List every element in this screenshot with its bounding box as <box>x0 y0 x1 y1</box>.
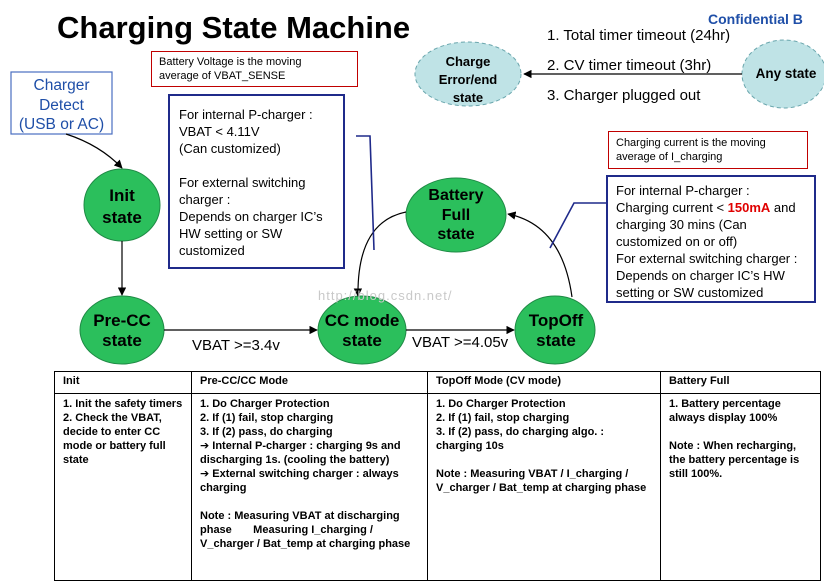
error-trigger-2: 2. CV timer timeout (3hr) <box>547 57 712 74</box>
watermark: http://blog.csdn.net/ <box>318 288 453 303</box>
cc-mode-state-line: state <box>342 331 382 350</box>
cc-condition-box: For internal P-charger : VBAT < 4.11V (C… <box>168 94 345 269</box>
cell-line: 2. If (1) fail, stop charging <box>436 412 570 424</box>
cc-mode-state-label: CC mode state <box>316 311 408 351</box>
table-cell-init: 1. Init the safety timers 2. Check the V… <box>54 393 192 581</box>
note-text: and <box>770 200 796 215</box>
cell-line: Note : When recharging, the battery perc… <box>669 440 803 480</box>
topoff-condition-box: For internal P-charger : Charging curren… <box>606 175 816 303</box>
cc-mode-state-line: CC mode <box>324 311 400 330</box>
pre-cc-state-line: Pre-CC <box>93 311 151 330</box>
battery-full-state-line: Full <box>441 206 471 224</box>
note-line: For internal P-charger : <box>616 183 750 198</box>
arrow-topoff-to-full <box>507 211 573 298</box>
pre-cc-state-line: state <box>102 331 142 350</box>
note-line: For internal P-charger : <box>179 107 313 122</box>
table-cell-battery-full: 1. Battery percentage always display 100… <box>660 393 821 581</box>
charger-detect-box <box>10 71 113 135</box>
cell-line: ➔ External switching charger : always ch… <box>200 468 402 494</box>
note-line: Depends on charger IC’s HW <box>616 268 785 283</box>
note-line: customized <box>179 243 245 258</box>
note-line: VBAT < 4.11V <box>179 124 260 139</box>
note-line: setting or SW customized <box>616 285 764 300</box>
init-state-line: Init <box>109 186 135 205</box>
cell-line: 1. Do Charger Protection <box>200 398 330 410</box>
charger-detect-line: Detect <box>39 96 84 114</box>
cell-line: 1. Init the safety timers <box>63 398 183 410</box>
cell-line: 3. If (2) pass, do charging <box>200 426 333 438</box>
init-state-line: state <box>102 208 142 227</box>
note-line-current: Charging current < 150mA and <box>616 199 806 216</box>
table-cell-precc-cc: 1. Do Charger Protection 2. If (1) fail,… <box>191 393 428 581</box>
topoff-state-line: state <box>536 331 576 350</box>
charger-detect-line: Charger <box>33 77 90 94</box>
table-header-init: Init <box>54 371 192 394</box>
charge-error-state-line: Charge <box>445 54 491 69</box>
topoff-state-line: TopOff <box>528 311 584 330</box>
cell-line: ➔ Internal P-charger : charging 9s and d… <box>200 440 404 466</box>
table-header-battery-full: Battery Full <box>660 371 821 394</box>
charge-error-state-line: Error/end <box>438 72 498 87</box>
note-line: charger : <box>179 192 231 207</box>
note-line: For external switching <box>179 175 306 190</box>
note-text: Charging current < <box>616 200 728 215</box>
table-header-topoff: TopOff Mode (CV mode) <box>427 371 661 394</box>
cell-line: 1. Do Charger Protection <box>436 398 566 410</box>
note-line: Charging current is the moving <box>616 137 766 149</box>
cell-gap <box>200 495 419 509</box>
mode-table: Init Pre-CC/CC Mode TopOff Mode (CV mode… <box>54 371 821 581</box>
error-trigger-1: 1. Total timer timeout (24hr) <box>547 27 731 44</box>
vbat-sense-note: Battery Voltage is the moving average of… <box>151 51 358 87</box>
any-state-label: Any state <box>755 66 817 81</box>
cell-line: 2. If (1) fail, stop charging <box>200 412 334 424</box>
transition-label-pre-to-cc: VBAT >=3.4v <box>192 337 280 354</box>
table-row: 1. Init the safety timers 2. Check the V… <box>54 393 821 581</box>
charger-detect-line: (USB or AC) <box>18 116 105 133</box>
i-charging-note: Charging current is the moving average o… <box>608 131 808 169</box>
topoff-state-node <box>514 295 596 365</box>
topoff-state-label: TopOff state <box>515 311 597 351</box>
arrow-full-to-cc <box>353 211 407 297</box>
note-line: Battery Voltage is the moving <box>159 56 302 68</box>
cell-line: 3. If (2) pass, do charging algo. : char… <box>436 426 608 452</box>
cell-line: Note : Measuring VBAT / I_charging / V_c… <box>436 468 647 494</box>
callout-line-topoff-box <box>549 202 607 249</box>
confidential-label: Confidential B <box>708 11 803 27</box>
error-trigger-3: 3. Charger plugged out <box>547 87 701 104</box>
battery-full-state-label: Battery Full state <box>406 186 506 245</box>
transition-label-cc-to-topoff: VBAT >=4.05v <box>412 334 509 351</box>
init-state-label: Init state <box>84 185 160 229</box>
pre-cc-state-label: Pre-CC state <box>80 311 164 351</box>
note-line: average of I_charging <box>616 151 723 163</box>
charge-error-state-node <box>414 41 522 107</box>
charge-error-state-line: state <box>452 90 484 105</box>
note-line: customized on or off) <box>616 234 738 249</box>
note-line: average of VBAT_SENSE <box>159 70 286 82</box>
page-title: Charging State Machine <box>57 10 411 45</box>
table-cell-topoff: 1. Do Charger Protection 2. If (1) fail,… <box>427 393 661 581</box>
charge-error-state-label: Charge Error/end state <box>415 53 521 107</box>
cell-line: 1. Battery percentage always display 100… <box>669 398 784 424</box>
callout-line-cc-box <box>356 135 375 251</box>
battery-full-state-node <box>405 177 507 253</box>
battery-full-state-line: state <box>437 226 475 243</box>
current-threshold-highlight: 150mA <box>727 200 771 215</box>
note-line <box>179 157 334 174</box>
arrow-detect-to-init <box>65 133 123 169</box>
table-header-row: Init Pre-CC/CC Mode TopOff Mode (CV mode… <box>54 371 821 394</box>
cell-line: Note : Measuring VBAT at discharging pha… <box>200 510 411 550</box>
note-line: Depends on charger IC’s <box>179 209 323 224</box>
note-line: HW setting or SW <box>179 226 283 241</box>
cell-gap <box>436 453 652 467</box>
charger-detect-label: Charger Detect (USB or AC) <box>11 76 112 135</box>
note-line: charging 30 mins (Can <box>616 217 747 232</box>
battery-full-state-line: Battery <box>428 187 484 204</box>
cell-line: 2. Check the VBAT, decide to enter CC mo… <box>63 412 169 466</box>
note-line: For external switching charger : <box>616 251 798 266</box>
note-line: (Can customized) <box>179 141 281 156</box>
table-header-precc-cc: Pre-CC/CC Mode <box>191 371 428 394</box>
cell-gap <box>669 425 812 439</box>
